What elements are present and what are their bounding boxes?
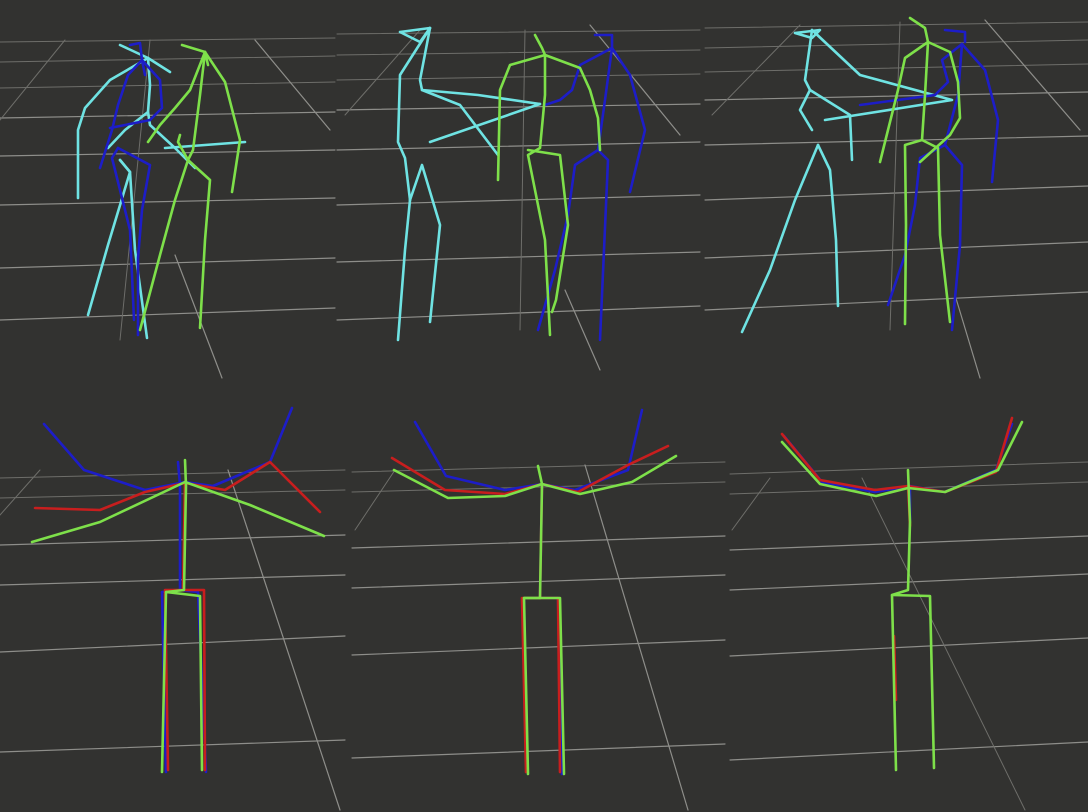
panel-bottom-left xyxy=(0,406,346,811)
panel-top-left xyxy=(0,37,336,379)
skeleton-red xyxy=(780,416,1014,702)
skeleton-blue xyxy=(413,408,644,776)
skeleton-red xyxy=(33,460,322,772)
skeleton-cyan xyxy=(76,43,247,340)
ground-grid xyxy=(351,461,726,811)
ground-grid xyxy=(704,19,1088,379)
ground-grid xyxy=(0,469,346,811)
panel-bottom-right xyxy=(729,416,1088,811)
panel-top-right xyxy=(704,16,1088,379)
skeleton-blue xyxy=(782,422,1014,522)
skeleton-green xyxy=(30,458,326,774)
panel-top-middle xyxy=(336,24,701,371)
ground-grid xyxy=(336,24,701,371)
skeleton-green xyxy=(392,454,678,776)
skeleton-red xyxy=(390,444,670,774)
skeleton-cyan xyxy=(740,28,954,334)
skeleton-green xyxy=(496,33,602,337)
skeleton-blue xyxy=(98,41,164,337)
skeleton-green xyxy=(780,420,1024,772)
skeleton-green xyxy=(878,16,962,326)
skeleton-cyan xyxy=(396,26,542,342)
panel-bottom-middle xyxy=(351,408,726,811)
skeleton-blue xyxy=(858,28,1000,332)
skeleton-green xyxy=(138,43,242,332)
ground-grid xyxy=(0,37,336,379)
skeleton-blue xyxy=(536,33,647,342)
